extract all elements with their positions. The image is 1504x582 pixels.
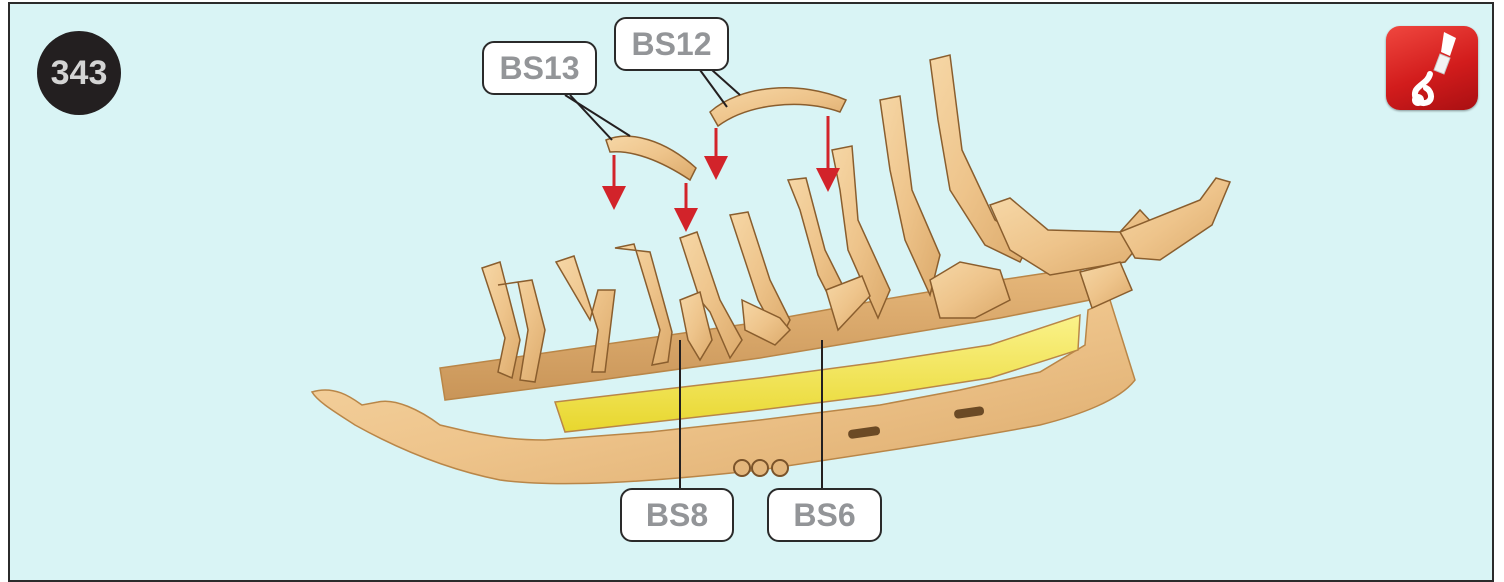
keel-part: [312, 268, 1135, 484]
label-bs8: BS8: [620, 488, 734, 542]
glue-bottle-icon: [1386, 26, 1478, 110]
label-bs13: BS13: [482, 41, 597, 95]
label-bs12: BS12: [614, 17, 729, 71]
label-bs6: BS6: [767, 488, 882, 542]
ship-frame-illustration: [0, 0, 1504, 563]
part-bs13: [606, 136, 696, 180]
part-bs12: [710, 88, 846, 126]
placement-arrows: [614, 116, 828, 220]
step-number-badge: 343: [37, 31, 121, 115]
